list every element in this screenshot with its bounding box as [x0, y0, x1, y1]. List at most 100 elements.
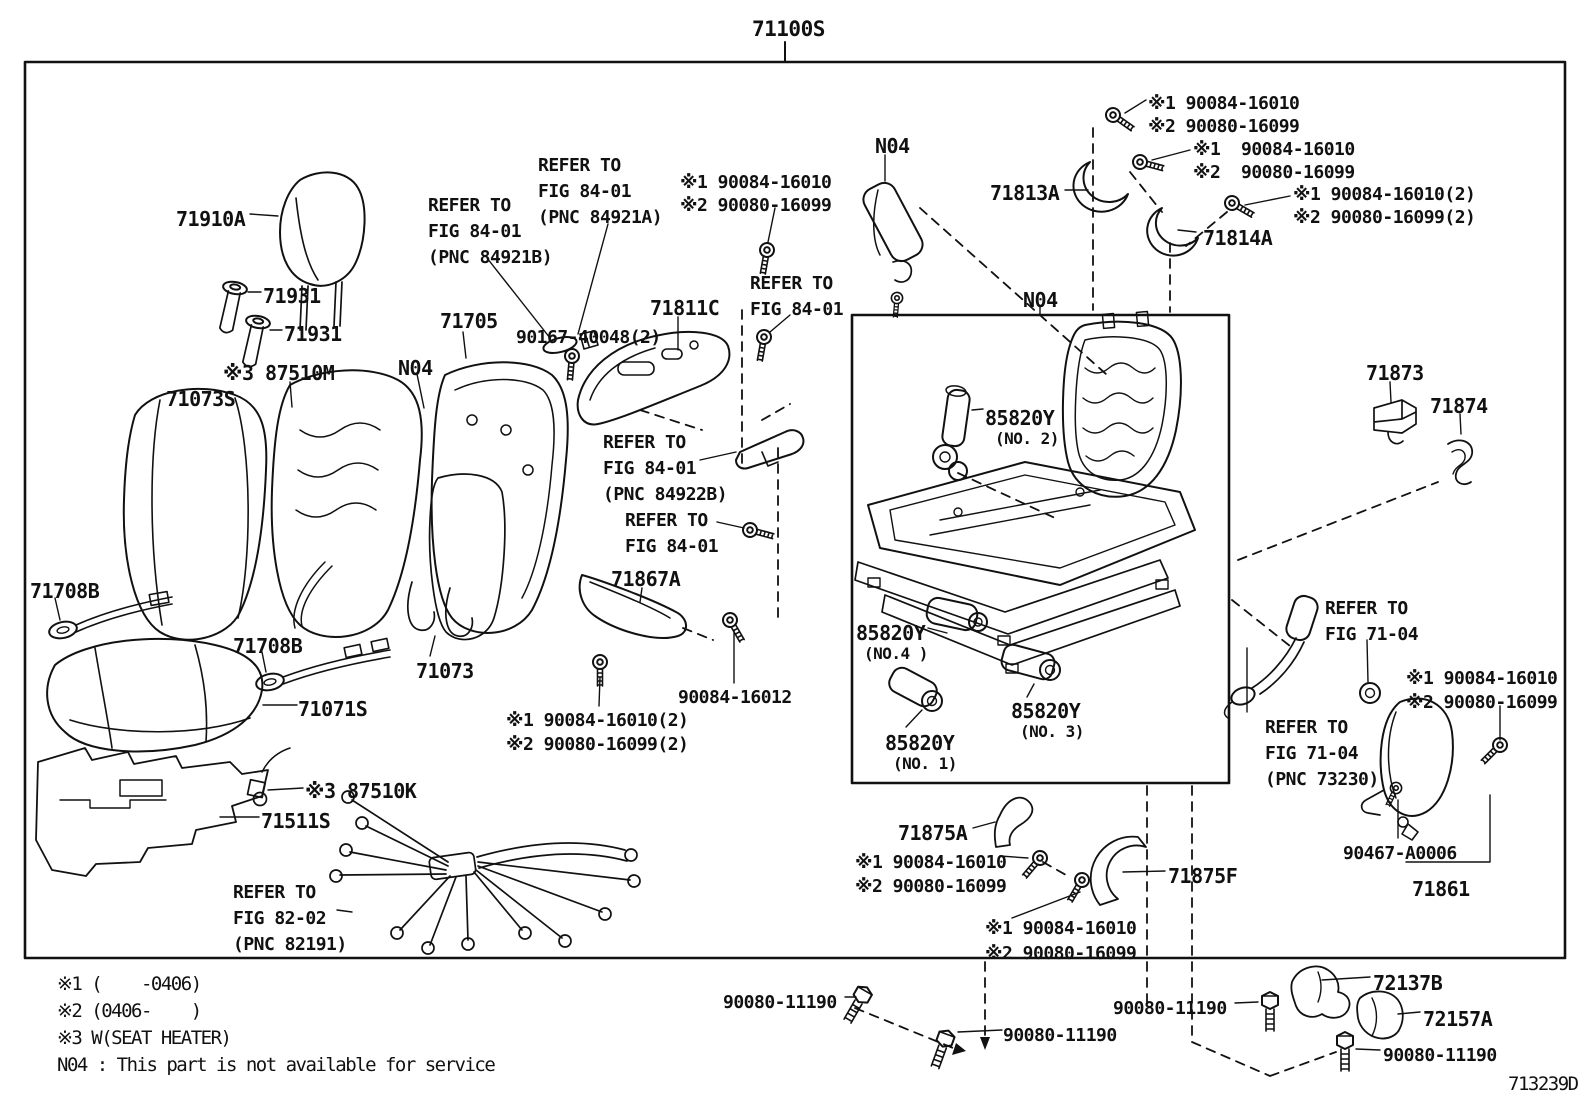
label-90167-40048: 90167-40048(2)	[516, 327, 661, 348]
ref-fig-84-01: REFER TO FIG 84-01	[625, 510, 719, 557]
screw-icon	[740, 520, 776, 544]
label-90467-a0006: 90467-A0006	[1343, 843, 1457, 864]
diagram-code: 713239D	[1508, 1073, 1579, 1095]
label-90084-16010: ※1 90084-16010(2)	[1293, 184, 1476, 205]
label-90080-11190: 90080-11190	[1113, 998, 1227, 1019]
outer-border	[23, 41, 1567, 960]
belt-handle-sketch	[1223, 594, 1319, 719]
label-85820y: 85820Y	[856, 621, 926, 645]
cushion-cover-sketch	[46, 637, 264, 753]
label-85820y: 85820Y	[985, 406, 1055, 430]
label-90080-11190: 90080-11190	[723, 992, 837, 1013]
label-90084-16012: 90084-16012	[678, 687, 792, 708]
label-87510m: ※3 87510M	[223, 361, 335, 385]
recliner-cover-sketch	[1072, 161, 1199, 257]
ref-fig-71-04-pnc-73230: REFER TO FIG 71-04 (PNC 73230)	[1265, 717, 1379, 790]
clip-71874-sketch	[1447, 439, 1473, 486]
cover-72137b-sketch	[1290, 965, 1351, 1019]
label-90080-16099: ※2 90080-16099	[1148, 116, 1300, 137]
label-71875f: 71875F	[1168, 864, 1238, 888]
cover-72157a-sketch	[1356, 990, 1404, 1040]
label-90084-16010: ※1 90084-16010	[1193, 139, 1355, 160]
label-71814a: 71814A	[1203, 226, 1273, 250]
label-85820y-no2: (NO. 2)	[995, 429, 1059, 448]
ref-fig-84-01-pnc-84921b: REFER TO FIG 84-01 (PNC 84921B)	[428, 195, 553, 268]
ref-fig-82-02: REFER TO FIG 82-02 (PNC 82191)	[233, 882, 347, 955]
label-71910a: 71910A	[176, 207, 246, 231]
label-85820y-no1: (NO. 1)	[893, 754, 957, 773]
wire-harness-sketch	[329, 790, 641, 955]
label-72137b: 72137B	[1373, 971, 1443, 995]
ref-fig-84-01-pnc-84921a: REFER TO FIG 84-01 (PNC 84921A)	[538, 155, 663, 228]
headrest-sketch	[279, 171, 366, 331]
knob-sketch	[1359, 682, 1381, 704]
screw-icon	[754, 240, 777, 276]
label-90080-16099: ※2 90080-16099	[680, 195, 832, 216]
ref-fig-84-01-pnc-84922b: REFER TO FIG 84-01 (PNC 84922B)	[603, 432, 728, 505]
label-90084-16010: ※1 90084-16010	[985, 918, 1137, 939]
legend-note-2: ※2 (0406- )	[57, 1000, 202, 1022]
seatback-frame-sketch	[430, 361, 569, 634]
headrest-guide-pin	[214, 279, 249, 336]
bolt-icon	[1261, 991, 1279, 1032]
legend-note-1: ※1 ( -0406)	[57, 973, 202, 995]
label-85820y: 85820Y	[885, 731, 955, 755]
label-71931: 71931	[284, 322, 342, 346]
label-71705: 71705	[440, 309, 498, 333]
label-90084-16010: ※1 90084-16010	[680, 172, 832, 193]
screw-icon	[751, 327, 774, 363]
ref-fig-71-04: REFER TO FIG 71-04	[1325, 598, 1419, 645]
leader-lines	[54, 99, 1501, 1051]
clip-71873-sketch	[1373, 399, 1417, 445]
label-90080-16099: ※2 90080-16099	[985, 943, 1137, 964]
label-90080-11190: 90080-11190	[1383, 1045, 1497, 1066]
label-71813a: 71813A	[990, 181, 1060, 205]
label-71873: 71873	[1366, 361, 1424, 385]
cushion-pad-sketch	[35, 747, 269, 877]
label-71811c: 71811C	[650, 296, 720, 320]
dashed-lines	[639, 127, 1439, 1077]
label-90084-16010: ※1 90084-16010(2)	[506, 710, 689, 731]
label-71708b: 71708B	[30, 579, 100, 603]
legend-note-3: ※3 W(SEAT HEATER)	[57, 1027, 232, 1049]
label-71861: 71861	[1412, 877, 1470, 901]
label-90080-11190: 90080-11190	[1003, 1025, 1117, 1046]
label-71708b: 71708B	[233, 634, 303, 658]
side-shield-sketch	[576, 330, 731, 426]
screw-icon	[1477, 734, 1511, 768]
label-85820y-no4: (NO.4 )	[864, 644, 928, 663]
label-85820y-no3: (NO. 3)	[1020, 722, 1084, 741]
label-71073: 71073	[416, 659, 474, 683]
shield-71861-sketch	[1360, 697, 1454, 817]
label-n04: N04	[1023, 288, 1058, 312]
label-90080-16099: ※2 90080-16099	[855, 876, 1007, 897]
screw-icon	[1018, 847, 1051, 882]
recline-wire-sketch	[48, 590, 391, 692]
label-71874: 71874	[1430, 394, 1488, 418]
strap-clip-sketch	[542, 330, 599, 354]
heater-connector-sketch	[246, 747, 291, 807]
bolt-icon	[839, 982, 875, 1027]
legend-note-4: N04 : This part is not available for ser…	[57, 1054, 496, 1076]
diagram-title: 71100S	[752, 17, 825, 41]
seat-frame-sketch	[854, 310, 1196, 674]
label-85820y: 85820Y	[1011, 699, 1081, 723]
bolt-icon	[1336, 1031, 1354, 1072]
hook-71875a-sketch	[993, 796, 1034, 848]
switch-bar-sketch	[735, 429, 805, 470]
label-71511s: 71511S	[261, 809, 331, 833]
label-90080-16099: ※2 90080-16099(2)	[506, 734, 689, 755]
label-90080-16099: ※2 90080-16099	[1193, 162, 1355, 183]
screw-icon	[1221, 192, 1258, 223]
motor-sketch	[888, 385, 1061, 712]
screw-icon	[1130, 152, 1166, 176]
bolt-icon	[926, 1026, 957, 1071]
arrowhead	[952, 1043, 966, 1055]
label-71931: 71931	[263, 284, 321, 308]
bracket-71875f-sketch	[1089, 835, 1147, 906]
label-71875a: 71875A	[898, 821, 968, 845]
label-90084-16010: ※1 90084-16010	[1406, 668, 1558, 689]
label-90084-16010: ※1 90084-16010	[1148, 93, 1300, 114]
screw-icon	[561, 347, 581, 382]
